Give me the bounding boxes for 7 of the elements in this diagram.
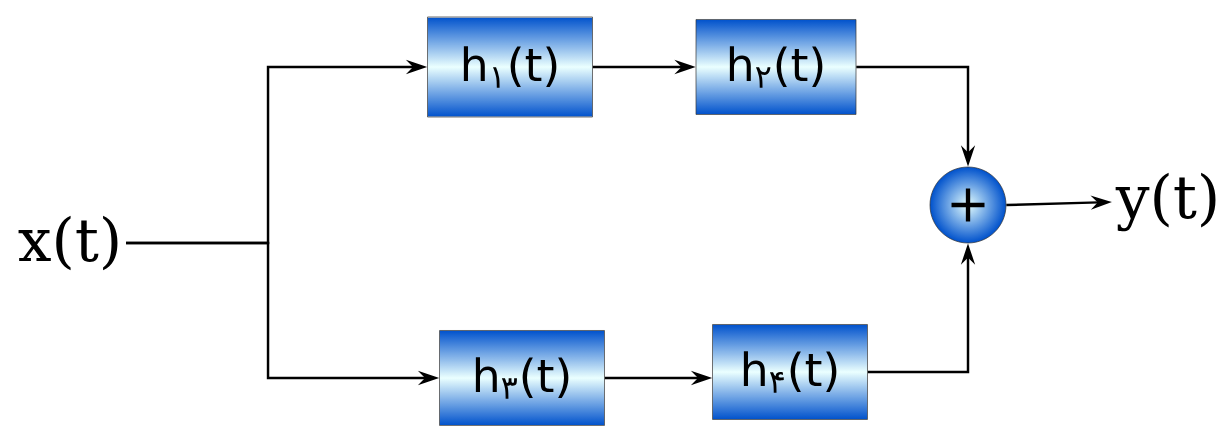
signal-label: x(t) bbox=[18, 215, 118, 271]
signal-label: y(t) bbox=[1115, 172, 1216, 232]
summing-junction: + bbox=[929, 166, 1007, 244]
filter-box: h$_{۴}$(t) bbox=[712, 324, 868, 420]
filter-box: h$_{۳}$(t) bbox=[439, 330, 605, 426]
filter-box: h$_{۲}$(t) bbox=[695, 19, 857, 115]
filter-box: h$_{۱}$(t) bbox=[427, 16, 593, 118]
